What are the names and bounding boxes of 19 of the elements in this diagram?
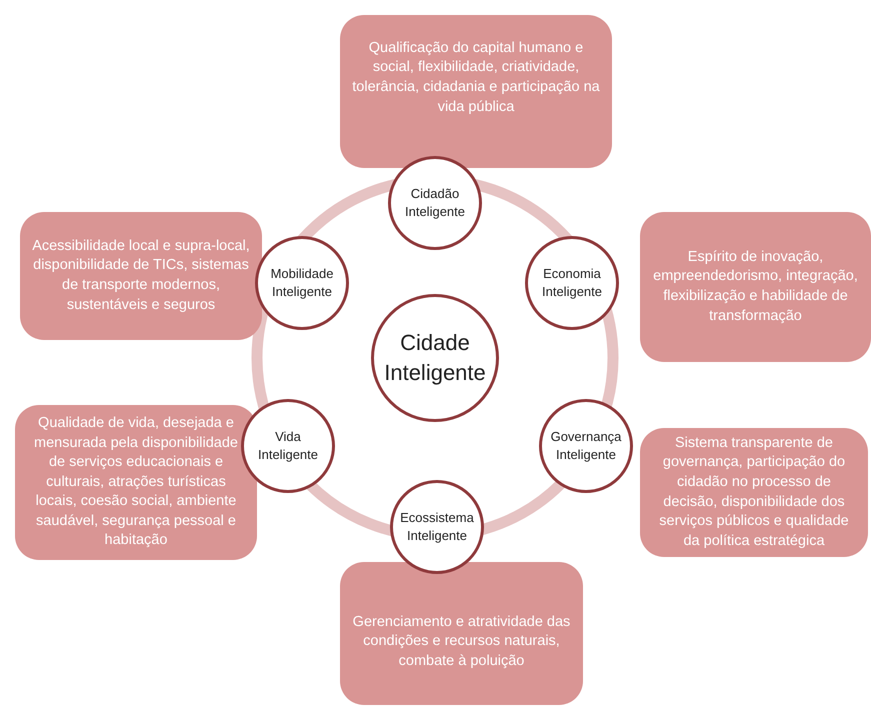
description-text: Sistema transparente de governança, participação do cidadão no processo de decisão, disponibilidade dos serviços públicos e qualidade da política estratégica — [658, 434, 850, 551]
description-text: Gerenciamento e atratividade das condições e recursos naturais, combate à poluição — [352, 612, 571, 671]
node-label: Economia Inteligente — [541, 265, 603, 301]
description-text: Espírito de inovação, empreendedorismo, integração, flexibilização e habilidade de transformação — [652, 248, 859, 326]
description-box — [640, 212, 871, 362]
description-box — [15, 405, 257, 560]
description-box — [20, 212, 262, 340]
description-box — [340, 15, 612, 168]
node-label: Cidade Inteligente — [383, 329, 487, 387]
node-label: Governança Inteligente — [550, 428, 622, 464]
node-label: Mobilidade Inteligente — [270, 265, 334, 301]
node-label: Cidadão Inteligente — [404, 185, 466, 221]
description-text: Qualificação do capital humano e social, flexibilidade, criatividade, tolerância, cidadania e participação na vida pública — [352, 38, 600, 117]
description-text: Qualidade de vida, desejada e mensurada pela disponibilidade de serviços educacionais e culturais, atrações turísticas locais, coesão social, ambiente saudável, segurança pessoal e habitação — [33, 414, 239, 550]
description-box — [640, 428, 868, 557]
description-box — [340, 562, 583, 705]
node-label: Ecossistema Inteligente — [399, 509, 475, 545]
description-text: Acessibilidade local e supra-local, disponibilidade de TICs, sistemas de transporte modernos, sustentáveis e seguros — [32, 236, 250, 315]
node-label: Vida Inteligente — [257, 428, 319, 464]
